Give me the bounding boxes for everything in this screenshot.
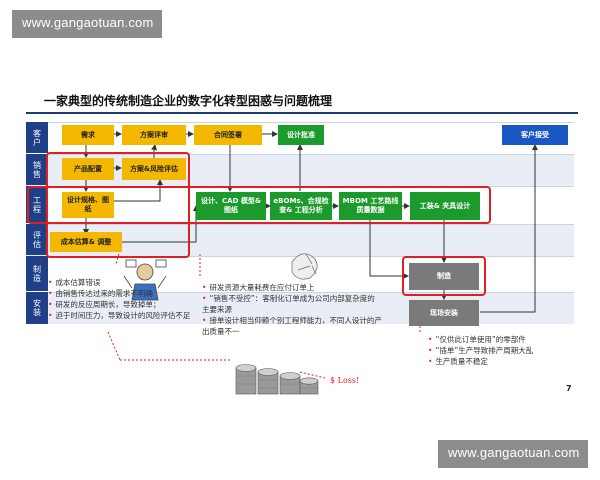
- stressed-worker-graphic: [123, 259, 167, 301]
- note-left-item: •研发的反应周期长，导致掉单；: [48, 300, 161, 309]
- coin-stacks-graphic: [235, 364, 319, 395]
- page-number: 7: [566, 384, 572, 393]
- note-left-item: •成本估算错误: [48, 278, 101, 287]
- paper-waste-graphic: [291, 253, 318, 280]
- note-right-item: •“插单”生产导致排产周期大乱: [428, 346, 534, 355]
- node-mbom: MBOM 工艺路线质量数据: [339, 192, 402, 220]
- note-right-item: •“仅供此订单使用”的零部件: [428, 335, 526, 344]
- notes-left: •成本估算错误 •由销售传达过来的需求不明确 •研发的反应周期长，导致掉单； •…: [48, 277, 198, 321]
- note-mid-item: •研发资源大量耗费在应付订单上: [202, 283, 315, 292]
- node-scheme-risk: 方案&风险评估: [122, 158, 186, 180]
- node-demand: 需求: [62, 125, 114, 145]
- title-rule: [26, 112, 578, 114]
- note-mid-item: •接单设计相当仰赖个别工程师能力，不同人设计的产出质量不一: [202, 316, 382, 336]
- node-onsite-install: 现场安装: [409, 300, 479, 326]
- node-design-spec: 设计规格、图纸: [62, 192, 114, 218]
- node-eboms: eBOMs、合规检查& 工程分析: [270, 192, 332, 220]
- loss-label: $ Loss!: [330, 376, 360, 385]
- watermark-bottom: www.gangaotuan.com: [438, 440, 588, 468]
- lane-band-installation: [26, 292, 574, 324]
- node-customer-accept: 客户接受: [502, 125, 568, 145]
- node-manufacturing: 制造: [409, 263, 479, 290]
- notes-middle: •研发资源大量耗费在应付订单上 •“销售不受控”：客制化订单成为公司内部复杂度的…: [202, 282, 382, 337]
- highlight-engineering-row: [27, 186, 491, 224]
- slide-title: 一家典型的传统制造企业的数字化转型困惑与问题梳理: [44, 94, 333, 108]
- node-tooling: 工装& 夹具设计: [410, 192, 480, 220]
- node-scheme-review: 方案评审: [122, 125, 186, 145]
- node-design-approval: 设计批准: [278, 125, 324, 145]
- lane-label-engineering: 工程: [26, 186, 48, 223]
- lane-label-customer: 客户: [26, 122, 48, 153]
- note-mid-item: •“销售不受控”：客制化订单成为公司内部复杂度的主要来源: [202, 294, 375, 314]
- notes-right: •“仅供此订单使用”的零部件 •“插单”生产导致排产周期大乱 •生产质量不稳定: [428, 334, 578, 367]
- lane-label-sales: 销售: [26, 154, 48, 185]
- node-cost-estimate: 成本估算& 调整: [50, 232, 122, 252]
- note-right-item: •生产质量不稳定: [428, 357, 488, 366]
- node-design-cad: 设计、CAD 模型& 图纸: [196, 192, 266, 220]
- lane-band-customer: [26, 122, 574, 154]
- note-left-item: •由销售传达过来的需求不明确: [48, 289, 153, 298]
- lane-label-manufacturing: 制造: [26, 256, 48, 291]
- lane-label-installation: 安装: [26, 292, 48, 324]
- highlight-sales-engineering-block: [46, 152, 190, 258]
- node-contract-sign: 合同签署: [194, 125, 262, 145]
- highlight-manufacturing: [402, 256, 486, 296]
- lane-label-assessment: 评估: [26, 224, 48, 255]
- watermark-top: www.gangaotuan.com: [12, 10, 162, 38]
- node-product-config: 产品配置: [62, 158, 114, 180]
- note-left-item: •迫于时间压力，导致设计的风险评估不足: [48, 311, 191, 320]
